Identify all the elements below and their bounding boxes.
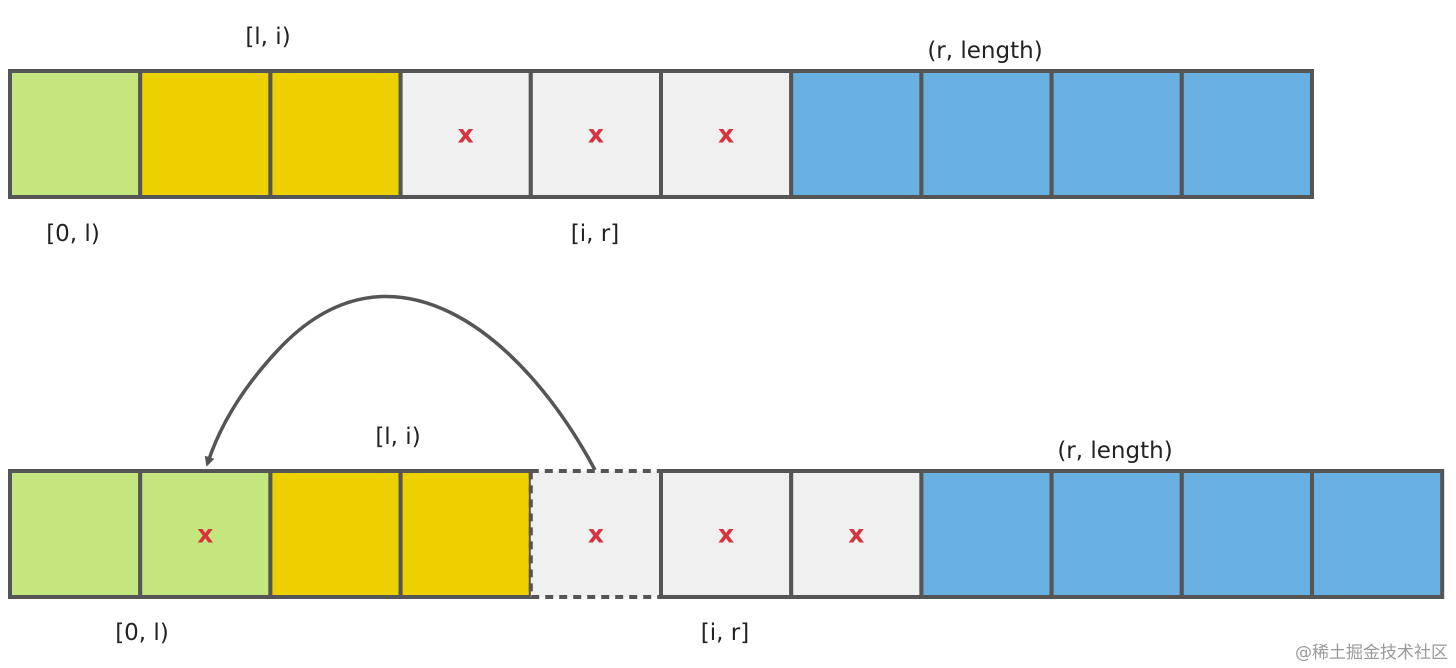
gray-cell-box xyxy=(398,69,533,199)
cell-mark-x: x xyxy=(718,520,734,549)
row-1-label-l-i: [l, i) xyxy=(245,24,290,50)
row-2-cell-11 xyxy=(1310,469,1445,599)
row-2-cell-10 xyxy=(1179,469,1315,599)
cell-mark-x: x xyxy=(588,120,604,149)
row-1-cell-3 xyxy=(268,69,403,199)
row-1-label-r-length: (r, length) xyxy=(927,38,1042,64)
row-2-cell-2: x xyxy=(138,469,273,599)
row-1-cell-8 xyxy=(919,69,1054,199)
blue-cell-box xyxy=(1310,469,1445,599)
row-1-cell-5: x xyxy=(528,69,663,199)
row-2-cell-6: x xyxy=(659,469,794,599)
green-cell-box xyxy=(8,69,143,199)
row-1-cell-6: x xyxy=(659,69,794,199)
cell-mark-x: x xyxy=(458,120,474,149)
move-arrow xyxy=(204,294,597,471)
blue-cell-box xyxy=(789,69,924,199)
row-1-cell-4: x xyxy=(398,69,533,199)
row-2-label-r-length: (r, length) xyxy=(1057,438,1172,464)
row-1-cell-9 xyxy=(1049,69,1184,199)
green-cell-box xyxy=(8,469,143,599)
blue-cell-box xyxy=(1179,469,1315,599)
cell-mark-x: x xyxy=(848,520,864,549)
gray-cell-box xyxy=(659,469,794,599)
row-1-cell-7 xyxy=(789,69,924,199)
row-1-cell-1 xyxy=(8,69,143,199)
gray-cell-box xyxy=(659,69,794,199)
row-2-cell-9 xyxy=(1049,469,1184,599)
blue-cell-box xyxy=(1049,469,1184,599)
row-2-cell-3 xyxy=(268,469,403,599)
row-1-label-0-l: [0, l) xyxy=(46,221,100,247)
blue-cell-box xyxy=(1179,69,1315,199)
yellow-cell-box xyxy=(268,69,403,199)
row-1-cell-2 xyxy=(138,69,273,199)
row-2-label-i-r: [i, r] xyxy=(701,620,749,646)
blue-cell-box xyxy=(919,69,1054,199)
watermark: @稀土掘金技术社区 xyxy=(1295,643,1448,663)
gray-cell-box xyxy=(789,469,924,599)
row-2-cell-5: x xyxy=(528,469,663,599)
cell-mark-x: x xyxy=(197,520,213,549)
yellow-cell-box xyxy=(138,69,273,199)
blue-cell-box xyxy=(1049,69,1184,199)
yellow-cell-box xyxy=(398,469,533,599)
row-2-label-l-i: [l, i) xyxy=(375,424,420,450)
row-2-cell-8 xyxy=(919,469,1054,599)
row-1-label-i-r: [i, r] xyxy=(571,221,619,247)
row-2-cell-7: x xyxy=(789,469,924,599)
yellow-cell-box xyxy=(268,469,403,599)
cell-mark-x: x xyxy=(718,120,734,149)
row-2-cell-4 xyxy=(398,469,533,599)
blue-cell-box xyxy=(919,469,1054,599)
row-2-cell-1 xyxy=(8,469,143,599)
gray-cell-box xyxy=(528,69,663,199)
gray-cell-box xyxy=(528,469,663,599)
row-1-cell-10 xyxy=(1179,69,1315,199)
cell-mark-x: x xyxy=(588,520,604,549)
row-2-label-0-l: [0, l) xyxy=(115,620,169,646)
